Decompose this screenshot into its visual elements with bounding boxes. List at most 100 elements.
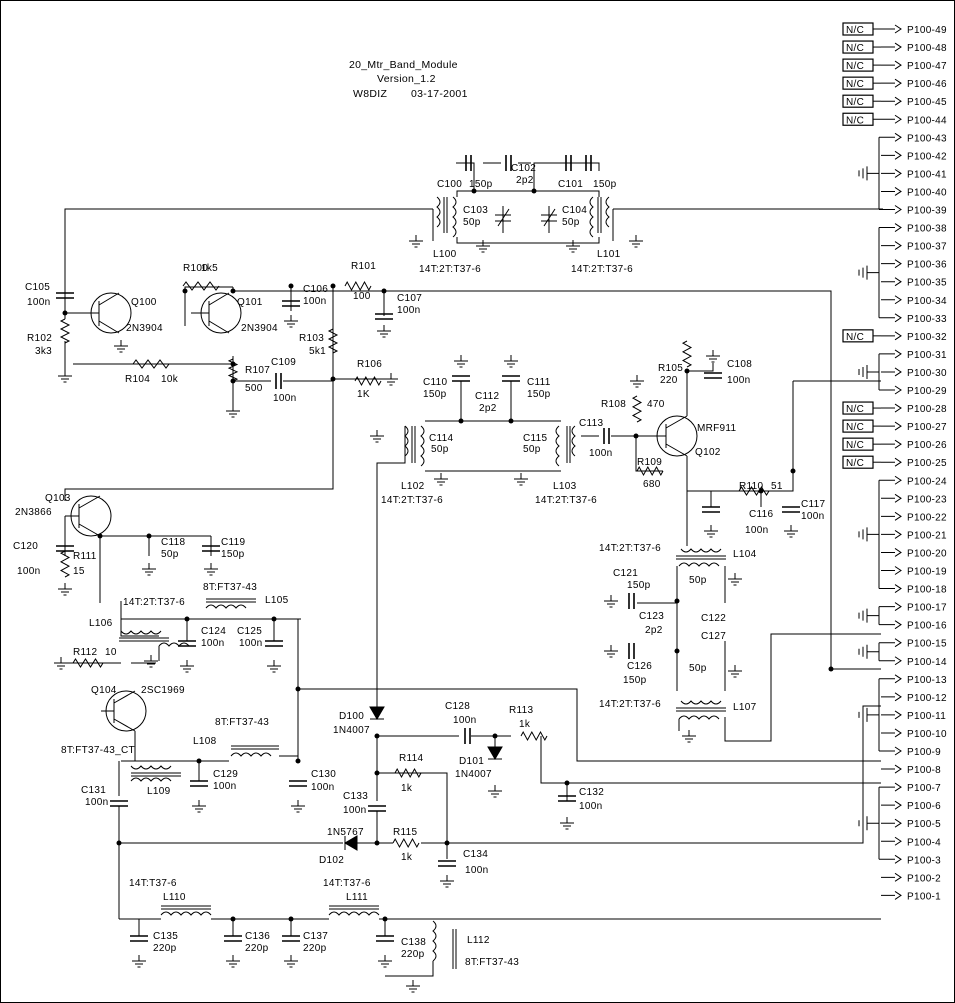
component-label: C125	[237, 626, 262, 637]
component-label: 50p	[689, 575, 707, 586]
component-label: 500	[245, 383, 263, 394]
component-label: 10	[105, 647, 117, 658]
component-label: 14T:2T:T37-6	[419, 264, 481, 275]
pin-row: P100-7	[881, 782, 941, 794]
component-label: 14T:2T:T37-6	[123, 597, 185, 608]
pin-label: P100-28	[907, 404, 947, 415]
junction-dot	[381, 288, 387, 294]
component-label: Q103	[45, 493, 71, 504]
component-label: C101	[558, 179, 583, 190]
pin-label: P100-40	[907, 187, 947, 198]
resistor	[394, 767, 422, 779]
pin-arrow	[881, 710, 902, 720]
pin-row: P100-48N/C	[842, 40, 947, 54]
component-label: C105	[25, 282, 50, 293]
junction-dot	[790, 468, 796, 474]
pin-arrow	[881, 511, 902, 521]
ground-symbol	[267, 660, 281, 673]
pin-arrow	[881, 439, 902, 449]
capacitor	[130, 935, 148, 942]
ground-symbol	[142, 563, 156, 576]
component-label: Q100	[131, 297, 157, 308]
ground-symbol	[144, 655, 158, 668]
component-label: L111	[346, 892, 368, 903]
pin-arrow	[881, 548, 902, 557]
component-label: R108	[601, 399, 626, 410]
component-label: 2N3904	[126, 323, 163, 334]
pin-label: P100-31	[907, 350, 947, 361]
pin-bus	[878, 353, 881, 391]
capacitor	[628, 593, 635, 609]
nc-label: N/C	[846, 97, 864, 108]
pin-arrow	[881, 656, 902, 666]
pin-row: P100-47N/C	[842, 58, 947, 72]
pin-label: P100-45	[907, 97, 947, 108]
pin-row: P100-25N/C	[842, 455, 947, 469]
component-label: 2p2	[645, 625, 663, 636]
pin-arrow	[881, 566, 902, 575]
pin-arrow	[881, 800, 902, 810]
ground-symbol	[476, 240, 490, 253]
component-label: C116	[749, 509, 774, 520]
ground-symbol	[291, 800, 305, 813]
nc-label: N/C	[846, 25, 864, 36]
pin-arrow	[881, 602, 902, 612]
pin-row: P100-16	[881, 620, 947, 632]
ground-symbol	[284, 315, 298, 328]
component-label: 50p	[431, 444, 449, 455]
component-label: C110	[423, 377, 448, 388]
component-label: 2N3866	[15, 507, 52, 518]
pin-row: P100-9	[881, 746, 941, 758]
component-label: C100	[437, 179, 462, 190]
ground-symbol	[114, 340, 128, 353]
component-label: 150p	[221, 549, 245, 560]
pin-row: P100-42	[881, 150, 947, 162]
ground-symbol	[377, 325, 391, 338]
component-label: C120	[13, 541, 38, 552]
pin-row: P100-26N/C	[842, 437, 947, 451]
component-label: 14T:2T:T37-6	[599, 543, 661, 554]
component-label: 50p	[161, 549, 179, 560]
component-label: Q104	[91, 685, 117, 696]
component-label: 50p	[689, 663, 707, 674]
ground-symbol	[706, 350, 720, 363]
component-label: MRF911	[697, 423, 737, 434]
junction-dot	[182, 288, 188, 294]
capacitor	[190, 780, 208, 787]
component-label: 8T:FT37-43	[215, 717, 269, 728]
capacitor	[505, 155, 512, 171]
component-label: C103	[463, 205, 488, 216]
component-label: 100n	[397, 305, 420, 316]
junction-dot	[758, 488, 764, 494]
pin-bus	[878, 786, 881, 860]
pin-arrow	[881, 331, 902, 341]
pin-row: P100-30	[881, 367, 947, 379]
ground-symbol	[630, 375, 644, 388]
pin-arrow	[881, 764, 902, 774]
junction-dot	[62, 310, 68, 316]
component-label: 14T:2T:T37-6	[599, 699, 661, 710]
pin-label: P100-39	[907, 206, 947, 217]
ground-symbol	[406, 980, 420, 993]
component-label: C124	[201, 626, 226, 637]
resistor	[72, 658, 104, 668]
component-label: 2p2	[516, 175, 534, 186]
component-label: 150p	[423, 389, 447, 400]
pin-row: P100-43	[881, 132, 947, 144]
resistor	[227, 358, 239, 382]
component-label: R106	[357, 359, 382, 370]
capacitor	[558, 795, 576, 802]
pin-label: P100-20	[907, 548, 947, 559]
component-label: 14T:2T:T37-6	[535, 495, 597, 506]
pin-label: P100-44	[907, 115, 947, 126]
pin-label: P100-14	[907, 657, 947, 668]
junction-dot	[674, 598, 680, 604]
junction-dot	[330, 283, 336, 289]
component-label: 14T:T37-6	[323, 878, 371, 889]
component-label: C138	[401, 937, 426, 948]
resistor	[344, 280, 372, 292]
component-label: 220p	[153, 943, 177, 954]
pin-label: P100-47	[907, 61, 947, 72]
pin-row: P100-46N/C	[842, 76, 947, 90]
